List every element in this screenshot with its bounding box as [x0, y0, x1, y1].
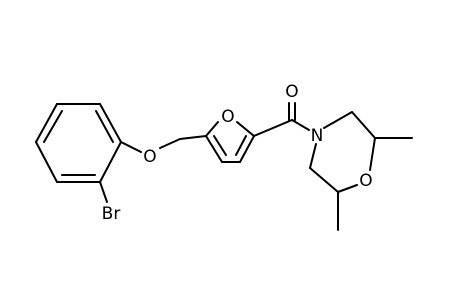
aromatic-inner-bond: [43, 110, 63, 143]
morpholine-bond: [351, 111, 376, 139]
carbonyl-n-bond: [291, 119, 310, 131]
furan-oxygen-label: O: [221, 107, 234, 127]
carbonyl-oxygen-label: O: [285, 82, 298, 102]
morpholine-bond: [309, 143, 317, 169]
ring-bond: [35, 141, 58, 183]
o-ch2-bond: [159, 138, 181, 149]
ring-bond: [35, 103, 58, 143]
furan-inner-bond: [235, 135, 247, 156]
furan-bond: [205, 121, 219, 137]
bromine-label: Br: [102, 204, 121, 224]
morpholine-nitrogen-label: N: [311, 126, 324, 146]
aryl-o-bond: [120, 141, 142, 153]
aromatic-inner-bond: [95, 110, 114, 143]
morpholine-bond: [337, 184, 358, 193]
ch2-furan-bond: [179, 135, 207, 140]
ether-oxygen-label: O: [143, 147, 156, 167]
ring-bond: [99, 103, 122, 143]
furan-inner-bond: [213, 135, 227, 156]
furan-bond: [239, 135, 255, 163]
atom-label-layer: O O O N O Br: [102, 82, 373, 224]
ring-bond: [99, 141, 122, 183]
morpholine-oxygen-label: O: [359, 171, 372, 191]
morpholine-bond: [369, 137, 376, 171]
c-br-bond: [99, 181, 108, 203]
furan-bond: [205, 135, 223, 163]
bond-layer: [35, 102, 413, 231]
morpholine-bond: [323, 111, 353, 129]
furan-bond: [236, 121, 255, 137]
furan-carbonyl-bond: [253, 119, 293, 137]
morpholine-bond: [309, 167, 339, 193]
